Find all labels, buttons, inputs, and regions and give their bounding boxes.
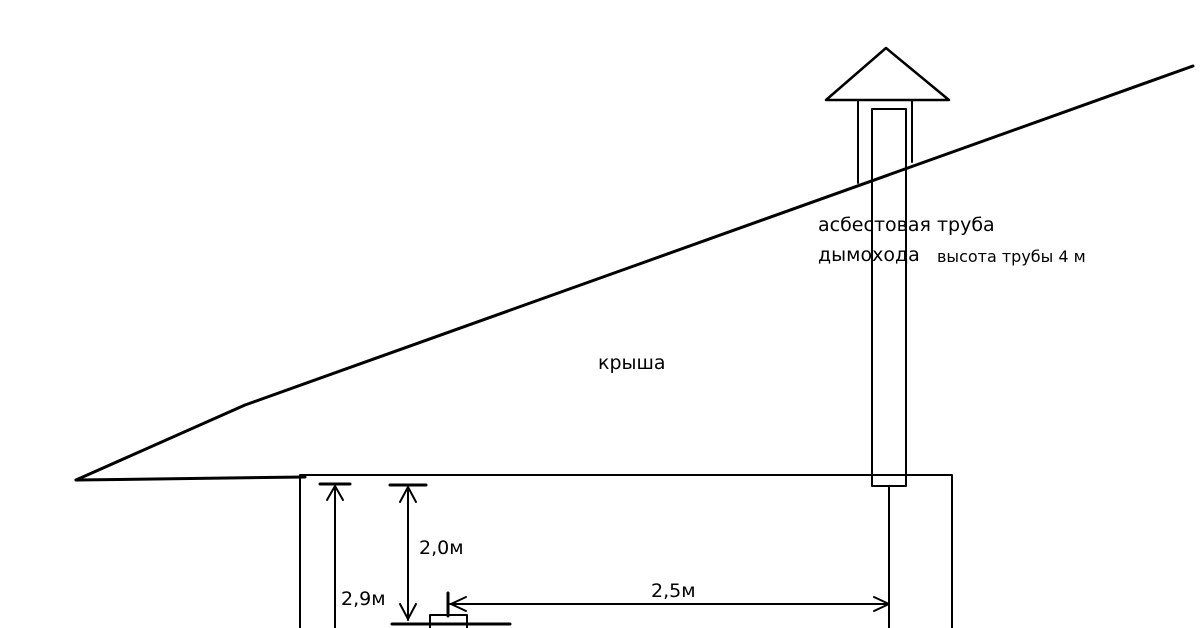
dim-20-arrowhead-bottom bbox=[399, 603, 417, 620]
label-dim-25: 2,5м bbox=[651, 580, 696, 602]
dim-29-arrowhead bbox=[326, 485, 344, 501]
label-pipe-line2: дымохода bbox=[818, 244, 920, 266]
chimney-cap bbox=[824, 46, 951, 102]
label-roof: крыша bbox=[598, 352, 666, 374]
label-dim-29: 2,9м bbox=[341, 588, 386, 610]
label-pipe-line1: асбестовая труба bbox=[818, 214, 995, 236]
roof-eave-line bbox=[74, 475, 307, 482]
dim-25-arrowhead-left bbox=[450, 596, 467, 612]
label-pipe-height: высота трубы 4 м bbox=[937, 247, 1086, 266]
dim-20-arrowhead-top bbox=[399, 486, 417, 503]
roof-slope-line bbox=[74, 64, 1195, 482]
label-dim-20: 2,0м bbox=[419, 537, 464, 559]
house-outline bbox=[299, 474, 953, 628]
dim-25-arrowhead-right bbox=[873, 596, 890, 612]
chimney-casing bbox=[857, 99, 913, 184]
asbestos-pipe bbox=[871, 108, 907, 487]
